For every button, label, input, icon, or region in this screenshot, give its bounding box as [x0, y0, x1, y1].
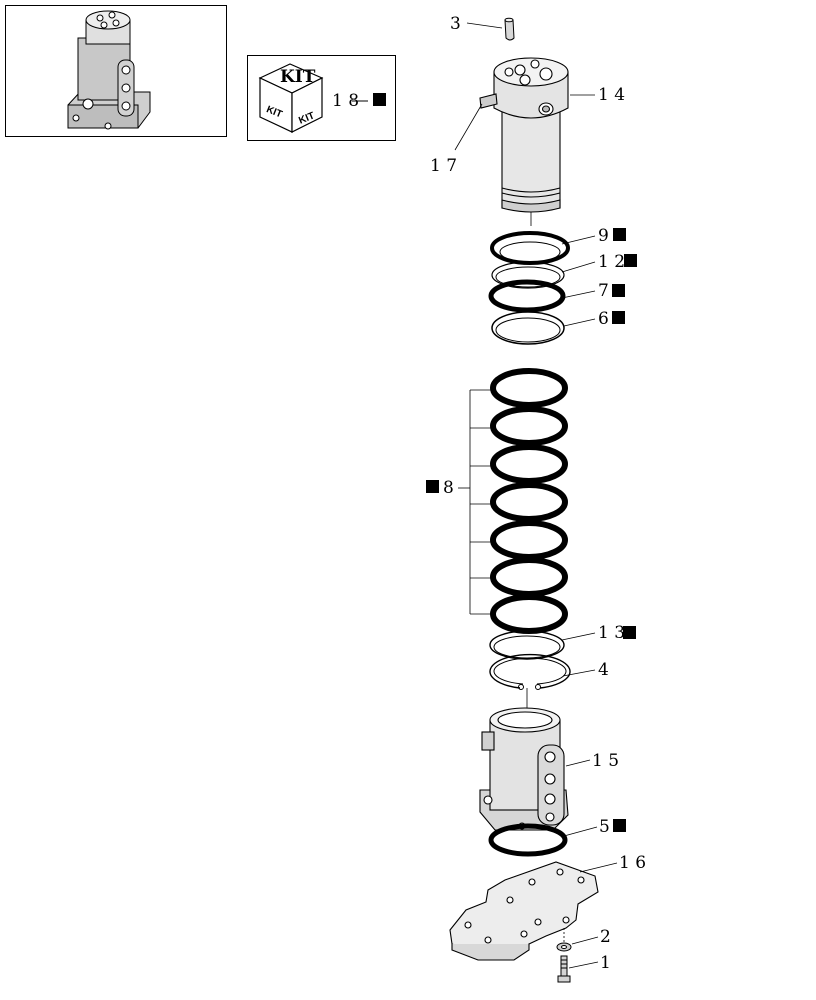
callout-13: 1 3 — [598, 623, 625, 643]
callout-9: 9 — [598, 226, 609, 246]
kit-ref-label: 1 8 — [332, 91, 359, 111]
part-4-snap-ring[interactable] — [489, 653, 571, 690]
part-6-ring[interactable] — [491, 311, 565, 345]
callout-12-kit-marker — [624, 254, 637, 267]
part-3-pin[interactable] — [504, 17, 515, 41]
callout-14: 1 4 — [598, 85, 625, 105]
part-16-base-plate[interactable] — [449, 861, 599, 961]
kit-cube-icon — [258, 63, 324, 133]
part-8-seal-stack[interactable] — [490, 368, 568, 634]
part-14-rotor[interactable] — [479, 57, 569, 213]
callout-1: 1 — [600, 953, 611, 973]
callout-2: 2 — [600, 927, 611, 947]
callout-9-kit-marker — [613, 228, 626, 241]
callout-6: 6 — [598, 309, 609, 329]
part-5-o-ring[interactable] — [488, 823, 568, 857]
part-8-bracket — [458, 389, 493, 615]
kit-marker-icon — [373, 93, 386, 106]
part-12-ring[interactable] — [491, 261, 565, 289]
part-1-bolt[interactable] — [557, 955, 571, 983]
callout-17: 1 7 — [430, 156, 457, 176]
part-9-seal[interactable] — [490, 231, 570, 265]
callout-8: 8 — [443, 478, 454, 498]
callout-8-kit-marker — [426, 480, 439, 493]
callout-6-kit-marker — [612, 311, 625, 324]
callout-13-kit-marker — [623, 626, 636, 639]
callout-4: 4 — [598, 660, 609, 680]
rotary-joint-assembly-thumbnail-icon — [67, 10, 151, 130]
callout-12: 1 2 — [598, 252, 625, 272]
callout-7-kit-marker — [612, 284, 625, 297]
kit-cube-top-text: KIT — [280, 67, 316, 87]
part-15-housing[interactable] — [479, 707, 569, 831]
callout-15: 1 5 — [592, 751, 619, 771]
part-2-washer[interactable] — [556, 942, 572, 952]
callout-7: 7 — [598, 281, 609, 301]
part-7-o-ring[interactable] — [488, 279, 566, 313]
callout-16: 1 6 — [619, 853, 646, 873]
callout-3: 3 — [450, 14, 461, 34]
callout-5: 5 — [599, 817, 610, 837]
callout-5-kit-marker — [613, 819, 626, 832]
